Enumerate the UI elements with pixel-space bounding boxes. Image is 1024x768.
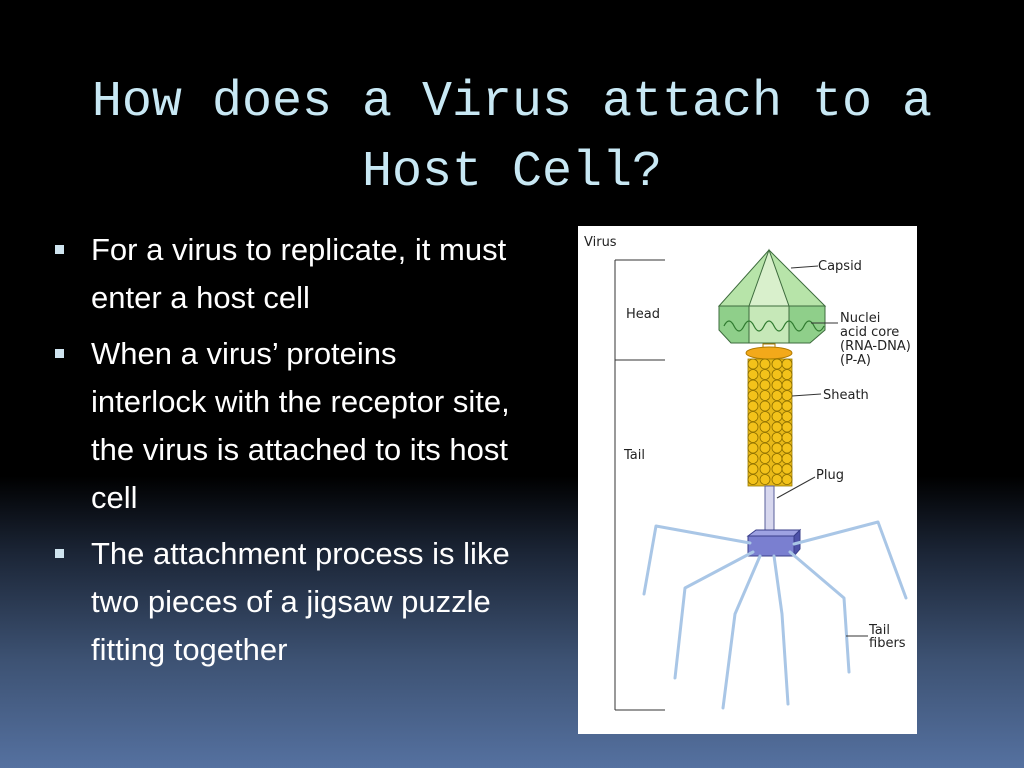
square-bullet-icon	[55, 349, 64, 358]
sheath-bead	[771, 474, 783, 485]
sheath-bead	[771, 463, 783, 475]
sheath-bead	[781, 453, 793, 464]
nucleic-acid-label-line-1: Nuclei	[840, 311, 880, 326]
nucleic-acid-strand	[723, 320, 825, 332]
sheath-bead	[747, 411, 759, 422]
sheath-bead	[759, 463, 771, 475]
sheath-bead	[771, 390, 783, 401]
sheath-bead	[771, 379, 783, 391]
bullet-text: For a virus to replicate, it must enter …	[91, 232, 507, 315]
region-bracket	[614, 259, 665, 711]
sheath-bead	[771, 369, 783, 380]
sheath-bead	[747, 453, 759, 464]
bullet-item: When a virus’ proteins interlock with th…	[52, 330, 512, 522]
sheath-bead	[759, 442, 771, 454]
sheath-bead	[759, 432, 771, 443]
sheath-bead	[781, 411, 793, 422]
bullet-text: The attachment process is like two piece…	[91, 536, 510, 667]
bullet-text: When a virus’ proteins interlock with th…	[91, 336, 510, 515]
sheath-bead	[747, 463, 759, 475]
leader-lines	[776, 265, 868, 637]
sheath-bead	[781, 390, 793, 401]
sheath-bead	[759, 369, 771, 380]
square-bullet-icon	[55, 549, 64, 558]
head-region-label: Head	[626, 307, 660, 322]
sheath-bead	[747, 358, 759, 370]
tail-fibers-label-line-2: fibers	[869, 636, 906, 651]
sheath-bead	[759, 358, 771, 370]
sheath-bead	[771, 358, 783, 370]
sheath-bead	[771, 411, 783, 422]
sheath-bead	[747, 369, 759, 380]
sheath-bead	[759, 453, 771, 464]
sheath-bead	[781, 369, 793, 380]
sheath-bead	[759, 421, 771, 433]
sheath-bead	[747, 474, 759, 485]
sheath-bead	[771, 400, 783, 412]
sheath-bead	[781, 474, 793, 485]
sheath-bead	[781, 442, 793, 454]
nucleic-acid-label-line-3: (RNA-DNA)	[840, 339, 911, 354]
sheath-bead	[771, 453, 783, 464]
sheath	[747, 358, 793, 487]
sheath-bead	[747, 400, 759, 412]
nucleic-acid-label-line-4: (P-A)	[840, 353, 871, 368]
sheath-bead	[771, 432, 783, 443]
bullet-item: For a virus to replicate, it must enter …	[52, 226, 512, 322]
sheath-bead	[759, 411, 771, 422]
slide-title: How does a Virus attach to a Host Cell?	[91, 74, 933, 201]
virus-diagram: Virus Head Tail	[578, 226, 917, 734]
capsid-label: Capsid	[818, 259, 862, 274]
sheath-bead	[747, 390, 759, 401]
tail-fibers	[642, 520, 908, 710]
sheath-bead	[781, 358, 793, 370]
bullet-item: The attachment process is like two piece…	[52, 530, 512, 674]
square-bullet-icon	[55, 245, 64, 254]
collar	[745, 346, 793, 360]
sheath-bead	[771, 442, 783, 454]
virus-diagram-svg: Virus Head Tail	[584, 235, 911, 711]
tail-core	[764, 485, 775, 537]
sheath-bead	[747, 379, 759, 391]
nucleic-acid-label-line-2: acid core	[840, 325, 899, 340]
sheath-bead	[781, 421, 793, 433]
sheath-bead	[759, 474, 771, 485]
sheath-bead	[747, 421, 759, 433]
sheath-bead	[759, 379, 771, 391]
sheath-bead	[771, 421, 783, 433]
sheath-bead	[781, 379, 793, 391]
sheath-bead	[781, 432, 793, 443]
plug-label: Plug	[816, 468, 844, 483]
sheath-bead	[747, 442, 759, 454]
sheath-bead	[781, 463, 793, 475]
sheath-bead	[781, 400, 793, 412]
sheath-bead	[759, 400, 771, 412]
diagram-title: Virus	[584, 235, 617, 250]
capsid	[717, 248, 827, 344]
tail-region-label: Tail	[623, 448, 645, 463]
sheath-bead	[747, 432, 759, 443]
tail-fibers-label-line-1: Tail	[868, 623, 890, 638]
bullet-list: For a virus to replicate, it must enter …	[52, 226, 512, 682]
sheath-bead	[759, 390, 771, 401]
sheath-label: Sheath	[823, 388, 869, 403]
